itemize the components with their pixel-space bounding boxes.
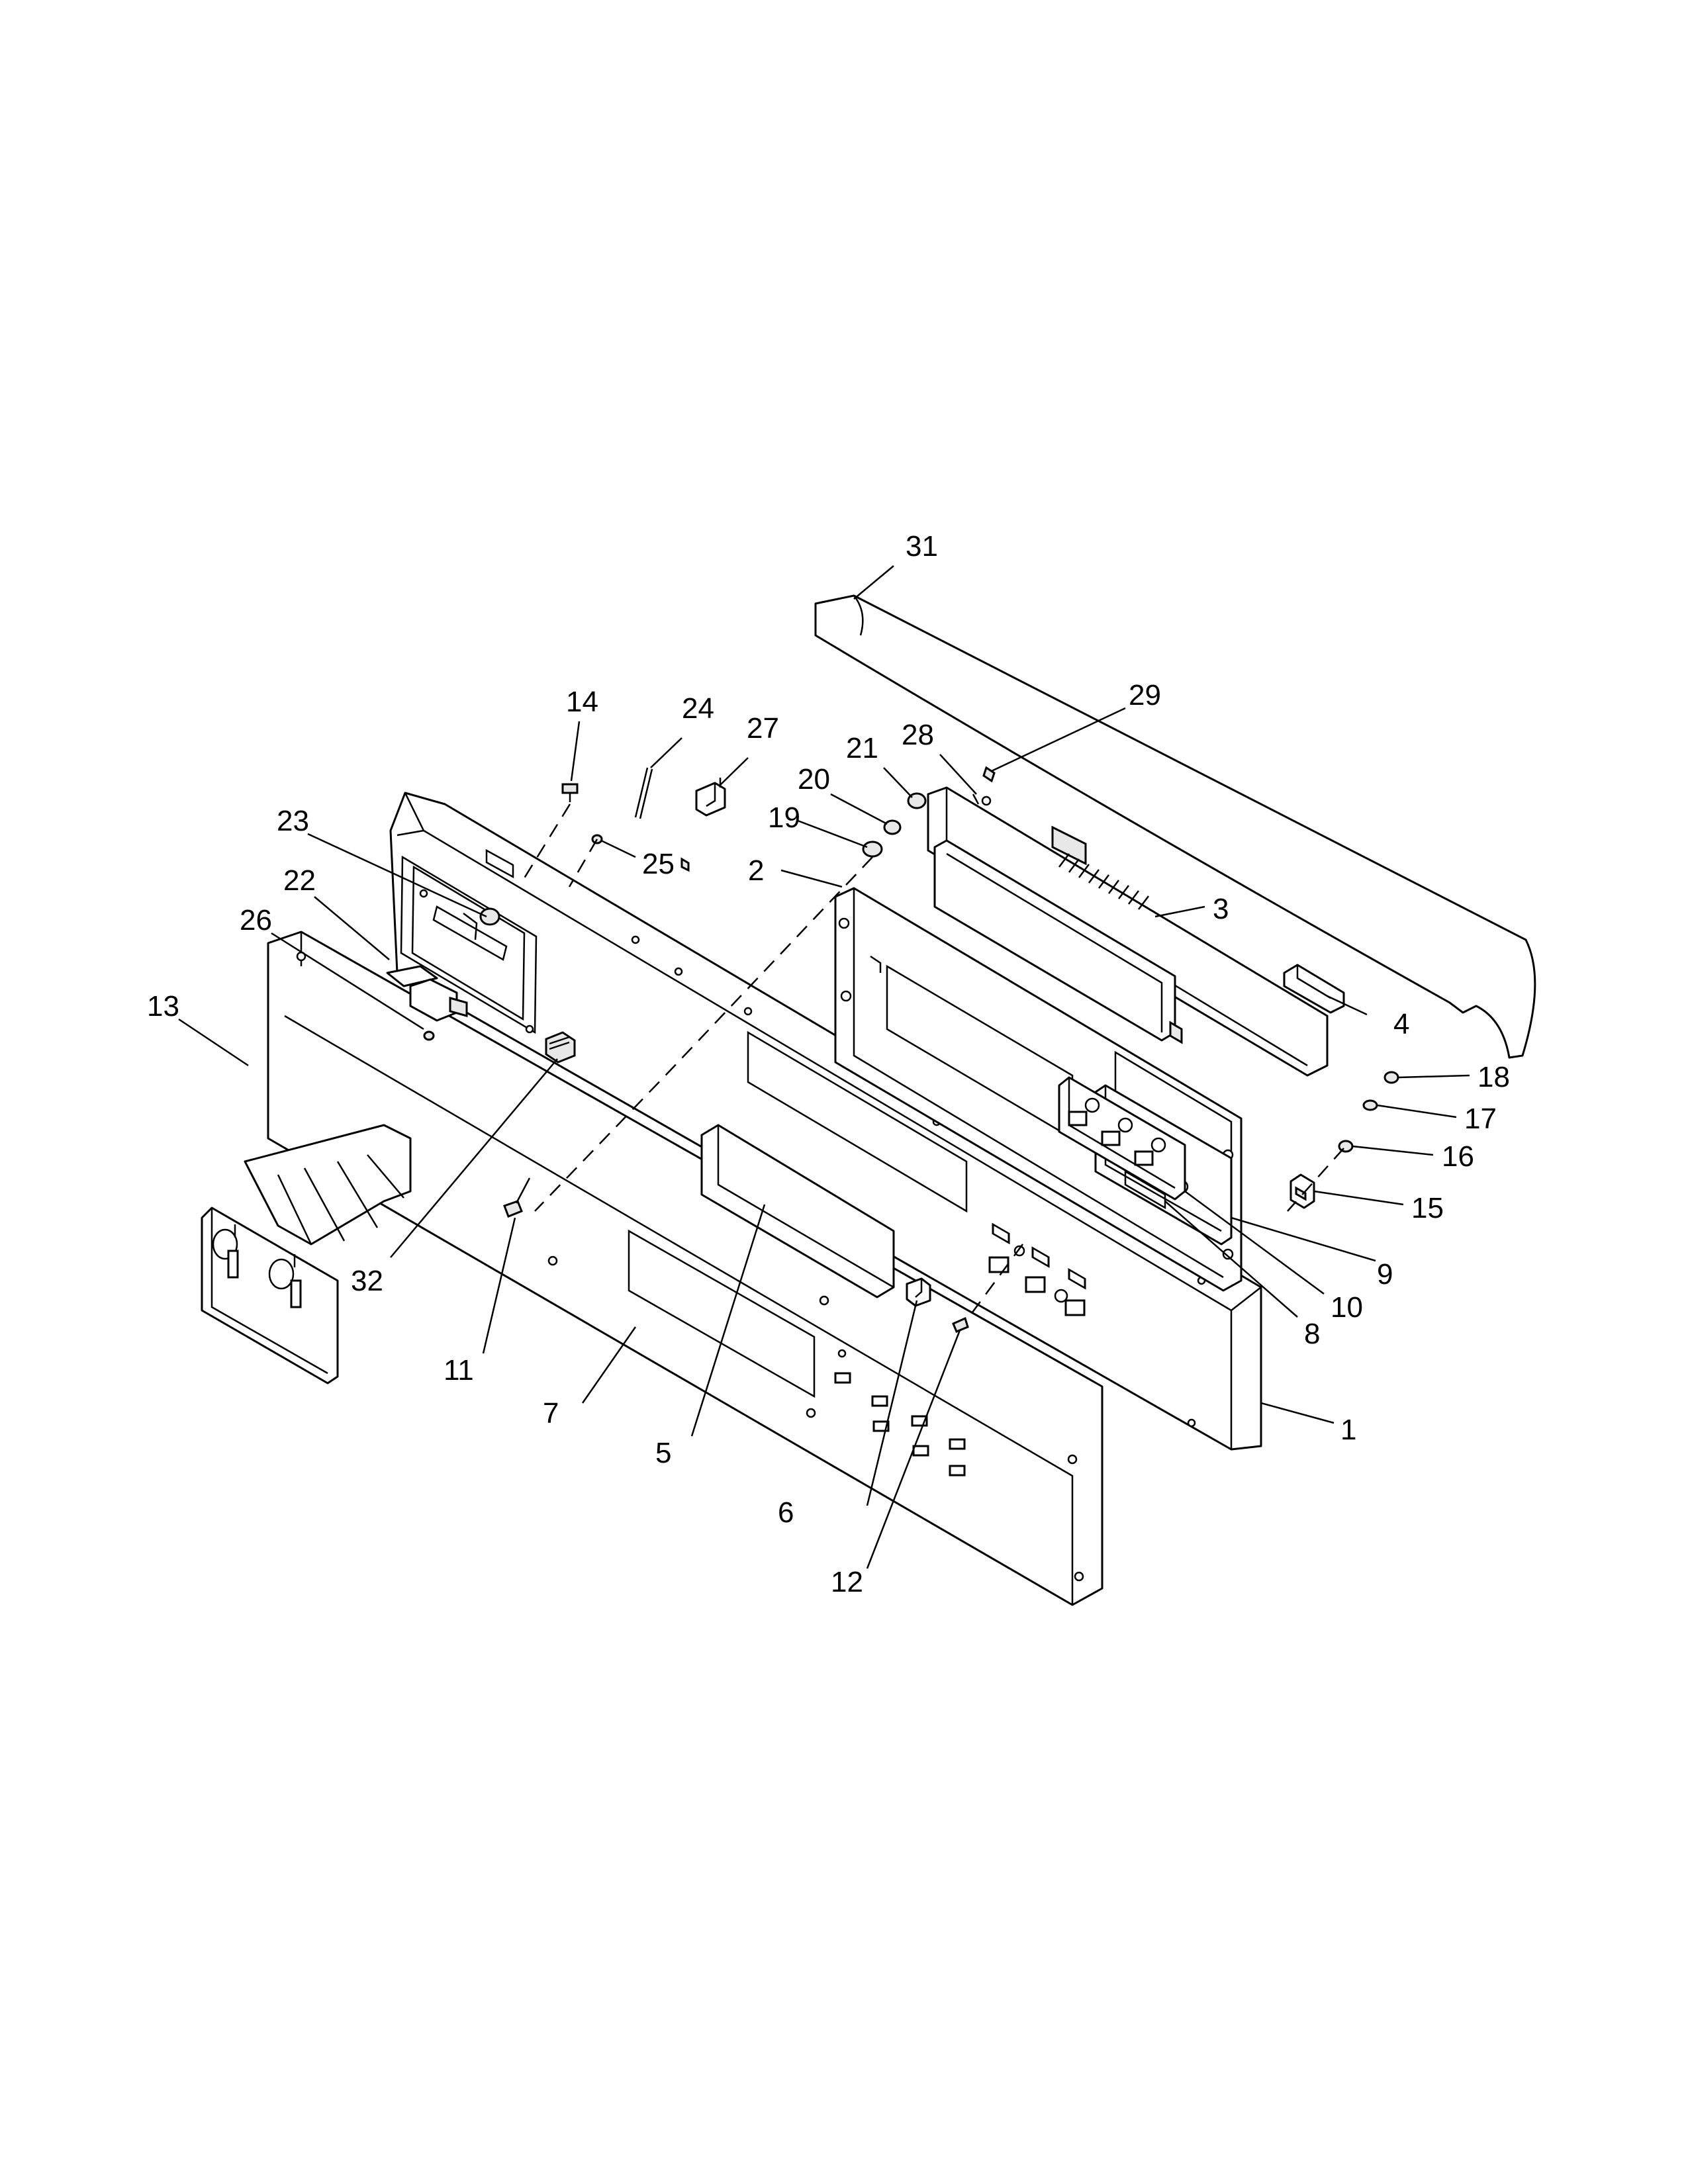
part-10-keypad-membrane	[1058, 1076, 1186, 1201]
part-17-washer	[1362, 1099, 1378, 1111]
part-26-switch	[409, 978, 468, 1041]
part-11-screw	[503, 1177, 531, 1218]
part-32-clip	[545, 1031, 576, 1064]
callout-12: 12	[831, 1566, 863, 1598]
callout-1: 1	[1340, 1414, 1356, 1446]
part-5-display-lens	[700, 1124, 895, 1298]
callout-3: 3	[1213, 893, 1229, 925]
part-12-screw	[952, 1316, 969, 1333]
callout-9: 9	[1377, 1258, 1393, 1291]
part-15-switch	[1289, 1173, 1315, 1209]
callout-18: 18	[1477, 1061, 1510, 1093]
part-24-rod	[634, 767, 653, 819]
part-7-fascia	[267, 931, 1103, 1606]
callout-17: 17	[1464, 1103, 1497, 1135]
callout-21: 21	[846, 732, 878, 764]
callout-6: 6	[778, 1496, 794, 1529]
callout-7: 7	[543, 1397, 559, 1430]
part-20-washer	[883, 819, 902, 835]
part-31-top-trim	[814, 594, 1536, 1059]
callout-31: 31	[906, 530, 938, 563]
part-14-screw	[561, 783, 579, 802]
part-19-screw	[862, 841, 883, 858]
heat-sink	[1058, 853, 1149, 910]
callout-26: 26	[240, 904, 272, 936]
callout-labels: 31 29 28 21 20 19 2 3 4 18 17 16 15 9 10…	[147, 530, 1510, 1598]
callout-5: 5	[655, 1437, 671, 1469]
callout-13: 13	[147, 990, 179, 1023]
callout-28: 28	[902, 719, 934, 751]
callout-19: 19	[768, 801, 800, 834]
callout-15: 15	[1411, 1192, 1444, 1224]
part-18-screw	[1383, 1071, 1399, 1084]
callout-23: 23	[277, 805, 309, 837]
leader-lines	[178, 565, 1470, 1569]
part-29-screw	[982, 766, 996, 783]
callout-22: 22	[283, 864, 316, 897]
part-23-bracket	[432, 905, 508, 961]
part-13-knob-panel	[201, 1124, 412, 1385]
callout-25: 25	[642, 848, 675, 880]
part-27-connector	[695, 778, 726, 817]
callout-24: 24	[682, 692, 714, 725]
part-4-connector	[1283, 964, 1345, 1014]
callout-20: 20	[798, 763, 830, 796]
callout-4: 4	[1393, 1008, 1409, 1040]
callout-8: 8	[1304, 1318, 1320, 1350]
callout-32: 32	[351, 1265, 383, 1297]
callout-2: 2	[748, 854, 764, 887]
part-3-control-board	[927, 786, 1329, 1077]
part-6-knob	[906, 1277, 931, 1307]
callout-29: 29	[1129, 679, 1161, 711]
callout-14: 14	[566, 686, 598, 718]
callout-11: 11	[444, 1354, 474, 1387]
part-28-standoff	[972, 794, 980, 805]
assembly-lines	[522, 803, 1344, 1321]
part-8-button-insert	[1124, 1169, 1166, 1210]
callout-10: 10	[1331, 1291, 1363, 1324]
callout-27: 27	[747, 712, 779, 745]
callout-16: 16	[1442, 1140, 1474, 1173]
